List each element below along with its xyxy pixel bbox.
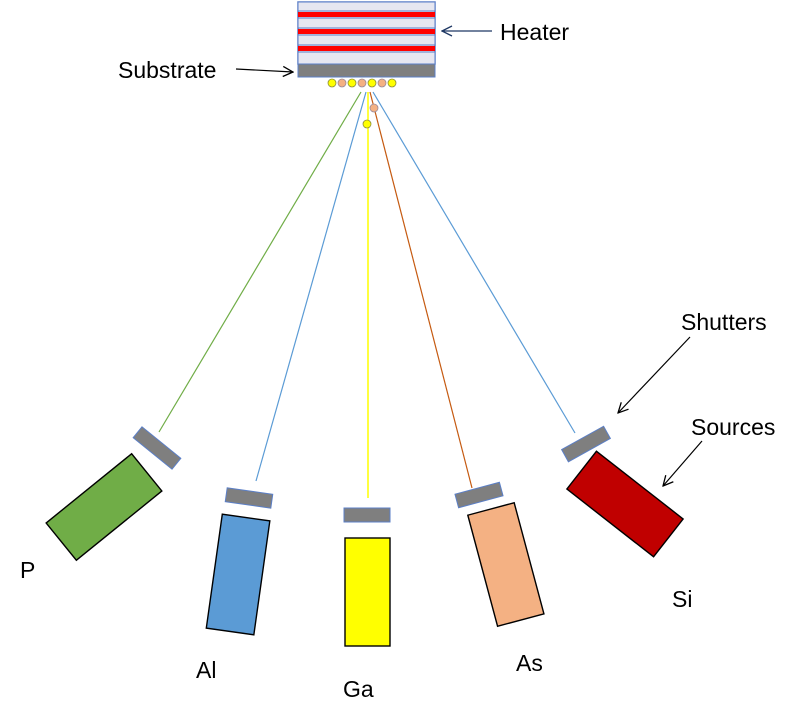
atom xyxy=(347,78,357,88)
atom xyxy=(377,78,387,88)
beam-al xyxy=(255,91,367,482)
deposited-atoms xyxy=(327,78,397,129)
source-cell-al xyxy=(205,513,271,636)
source-label-as: As xyxy=(516,650,543,676)
substrate xyxy=(297,63,436,78)
beams xyxy=(158,91,576,498)
shutter-as xyxy=(454,481,504,509)
heater-stripe xyxy=(298,29,435,34)
source-label-al: Al xyxy=(196,657,216,683)
shutter-si xyxy=(560,425,612,463)
atom xyxy=(387,78,397,88)
heater-band xyxy=(297,51,436,65)
source-cell-as xyxy=(466,501,545,628)
shutters-label: Shutters xyxy=(681,309,767,335)
heater-label: Heater xyxy=(500,19,569,45)
atom xyxy=(362,119,372,129)
shutter-p xyxy=(132,426,182,470)
atom xyxy=(369,103,379,113)
source-cell-p xyxy=(45,452,163,562)
heater xyxy=(297,1,436,65)
beam-si xyxy=(372,91,576,434)
source-label-p: P xyxy=(20,557,35,583)
source-label-si: Si xyxy=(672,586,692,612)
source-label-ga: Ga xyxy=(343,676,374,702)
atom xyxy=(337,78,347,88)
heater-band xyxy=(297,34,436,46)
source-cells xyxy=(45,450,685,647)
atom xyxy=(367,78,377,88)
shutters-arrow xyxy=(618,336,691,413)
source-cell-ga xyxy=(344,537,391,647)
heater-stripe xyxy=(298,46,435,51)
pointer-arrows xyxy=(235,31,703,486)
beam-as xyxy=(369,91,473,489)
substrate-label: Substrate xyxy=(118,57,216,83)
shutters xyxy=(132,425,612,523)
shutter-al xyxy=(224,487,274,509)
heater-band xyxy=(297,1,436,12)
substrate-arrow xyxy=(235,69,293,72)
heater-band xyxy=(297,17,436,29)
heater-stripe xyxy=(298,12,435,17)
shutter-ga xyxy=(343,507,391,523)
atom xyxy=(357,78,367,88)
atom xyxy=(327,78,337,88)
sources-arrow xyxy=(663,440,703,486)
beam-p xyxy=(158,91,362,433)
labels: Heater Substrate Shutters Sources P Al G… xyxy=(20,19,775,702)
sources-label: Sources xyxy=(691,414,775,440)
source-cell-si xyxy=(565,450,685,558)
